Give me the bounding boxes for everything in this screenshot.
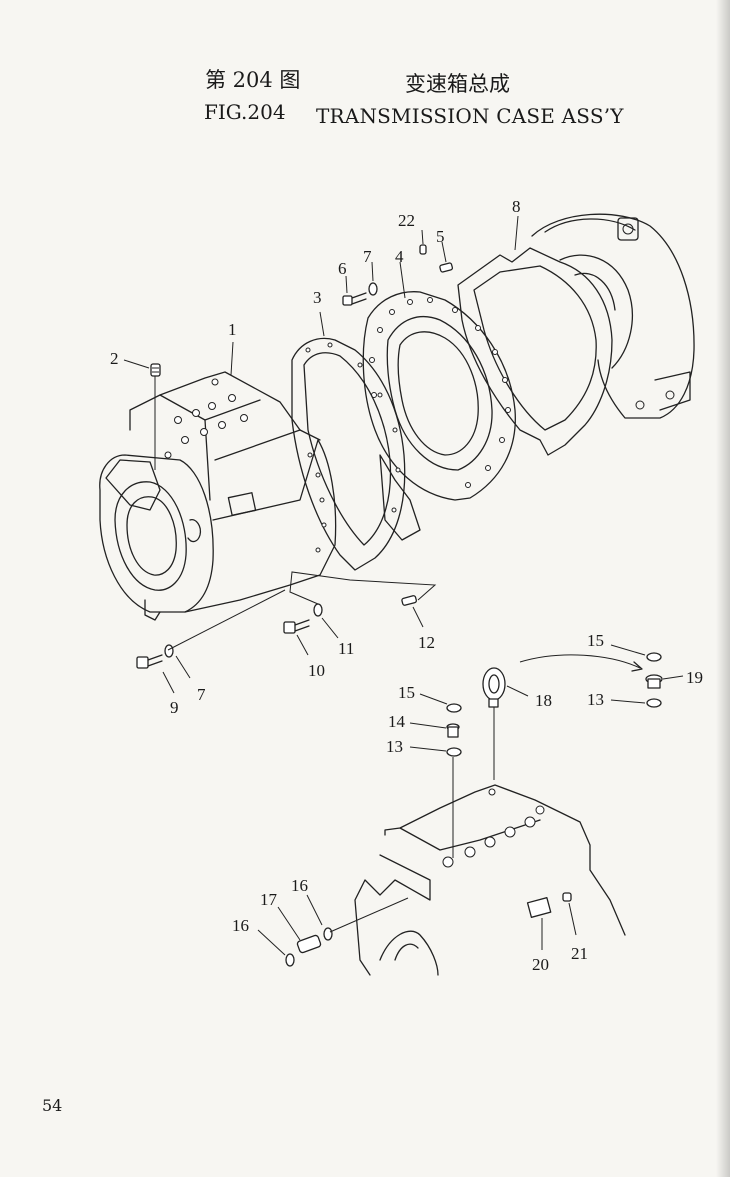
callout-16-left: 16	[232, 916, 249, 935]
callout-20: 20	[532, 955, 549, 974]
oring-13-left	[446, 747, 462, 757]
callout-11: 11	[338, 639, 354, 658]
assembly-line-9	[167, 589, 286, 651]
pin-22	[419, 244, 427, 255]
callout-16-top: 16	[291, 876, 308, 895]
callout-2: 2	[110, 349, 119, 368]
assembly-arrow-19	[519, 654, 641, 669]
bolt-10	[283, 619, 310, 634]
callout-15-right: 15	[587, 631, 604, 650]
oring-15-left	[446, 703, 462, 713]
callout-8: 8	[512, 197, 521, 216]
part-callouts: 1 2 3 4 5 6 7 7 8 9 10 11 12 13 13 14 15…	[110, 197, 703, 974]
callout-5: 5	[436, 227, 445, 246]
oring-15-right	[646, 652, 662, 662]
callout-7-bottom: 7	[197, 685, 206, 704]
callout-12: 12	[418, 633, 435, 652]
chinese-title: 变速箱总成	[405, 72, 510, 96]
callout-22: 22	[398, 211, 415, 230]
callout-6: 6	[338, 259, 347, 278]
callout-10: 10	[308, 661, 325, 680]
callout-17: 17	[260, 890, 278, 909]
callout-7-top: 7	[363, 247, 372, 266]
callout-13-left: 13	[386, 737, 403, 756]
case-port-holes	[164, 378, 248, 459]
washer-7-bottom	[164, 644, 174, 658]
pin-5	[439, 262, 454, 273]
rear-gasket-drawing	[457, 247, 613, 456]
page-edge-shadow	[716, 0, 730, 1177]
bolt-6	[342, 292, 367, 306]
callout-9: 9	[170, 698, 179, 717]
callout-1: 1	[228, 320, 237, 339]
lower-case-fragment	[354, 784, 626, 976]
transmission-case-drawing	[99, 371, 337, 621]
callout-18: 18	[535, 691, 552, 710]
english-figure-number: FIG.204	[204, 100, 286, 124]
callout-21: 21	[571, 944, 588, 963]
front-gasket-drawing	[291, 337, 406, 571]
callout-19: 19	[686, 668, 703, 687]
eyebolt-18	[482, 667, 506, 780]
english-title: TRANSMISSION CASE ASS’Y	[316, 104, 624, 128]
chinese-figure-number: 第 204 图	[205, 68, 301, 92]
washer-11	[313, 603, 323, 617]
callout-15-left: 15	[398, 683, 415, 702]
callout-14: 14	[388, 712, 406, 731]
flange-plate-drawing	[362, 291, 516, 541]
plug-2	[150, 363, 161, 470]
washer-7-top	[368, 282, 378, 296]
oring-13-right	[646, 698, 662, 708]
flange-bolt-holes	[369, 297, 511, 488]
callout-13-right: 13	[587, 690, 604, 709]
leader-lines	[123, 215, 684, 956]
callout-3: 3	[313, 288, 322, 307]
case-flange-holes	[307, 452, 327, 553]
assembly-line-10	[289, 571, 437, 605]
fitting-17	[285, 897, 409, 967]
plug-19	[645, 674, 663, 689]
dowel-12	[401, 595, 417, 606]
callout-4: 4	[395, 247, 404, 266]
plug-14	[446, 723, 460, 738]
page-number: 54	[42, 1096, 63, 1115]
bolt-9	[136, 654, 163, 669]
rear-housing-drawing	[531, 213, 695, 419]
